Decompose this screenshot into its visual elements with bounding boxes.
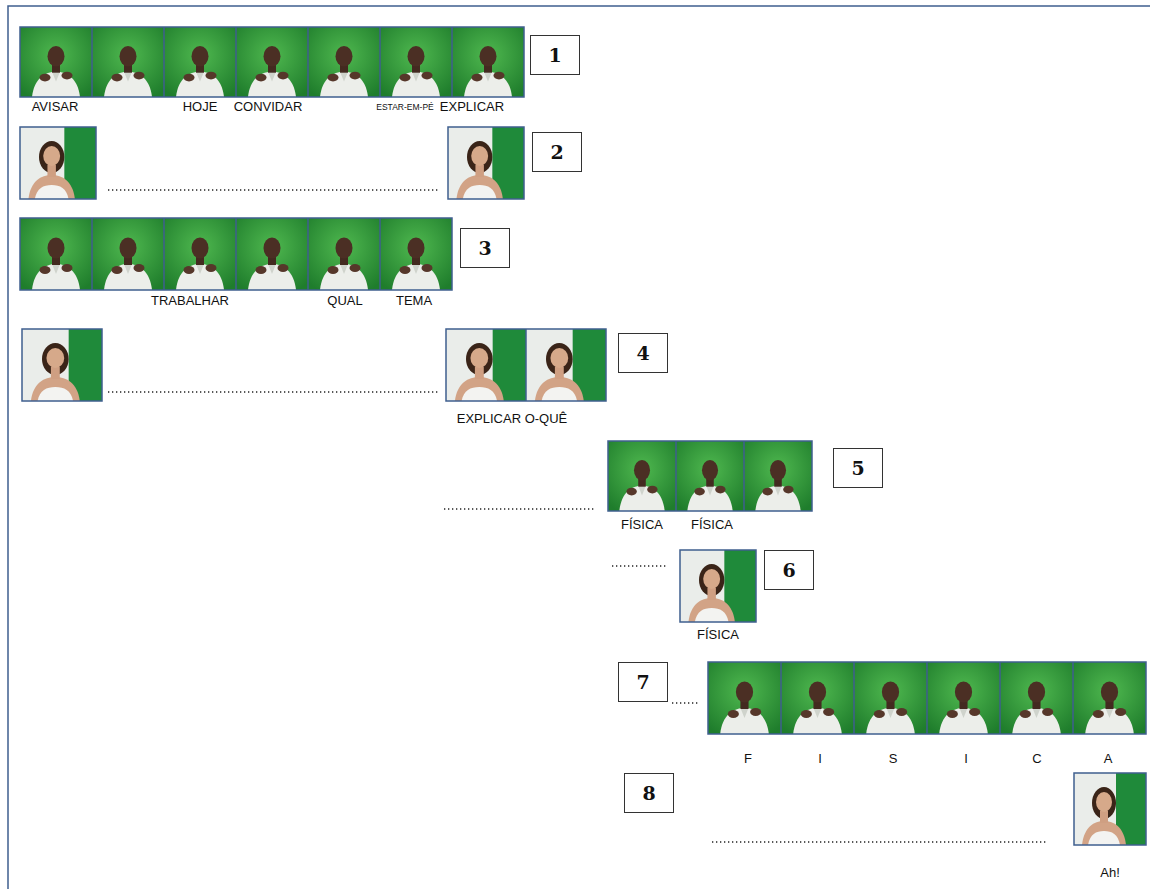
video-frame xyxy=(676,441,744,511)
video-frame xyxy=(92,27,164,97)
gloss-label: F xyxy=(744,752,752,767)
video-frame xyxy=(20,127,96,199)
callout-number-text: 3 xyxy=(478,237,491,259)
pause-line xyxy=(444,508,596,509)
callout-number: 1 xyxy=(530,35,580,75)
pause-line xyxy=(612,565,668,566)
video-frame xyxy=(854,662,927,734)
gloss-label: ESTAR-EM-PÉ xyxy=(376,103,433,113)
video-frame xyxy=(781,662,854,734)
gloss-label: TEMA xyxy=(396,294,432,309)
video-strip xyxy=(22,329,606,401)
video-frame xyxy=(92,218,164,290)
video-strip xyxy=(608,441,812,511)
video-frame xyxy=(708,662,781,734)
gloss-label: QUAL xyxy=(327,294,362,309)
pause-line xyxy=(108,391,440,392)
callout-number-text: 8 xyxy=(642,782,655,804)
callout-number: 5 xyxy=(833,448,883,488)
video-strip xyxy=(20,127,524,199)
video-frame xyxy=(236,27,308,97)
gloss-label: S xyxy=(889,752,898,767)
pause-line xyxy=(108,189,440,190)
callout-number: 4 xyxy=(618,333,668,373)
gloss-label: FÍSICA xyxy=(691,518,733,533)
video-frame xyxy=(1073,662,1146,734)
video-frame xyxy=(380,218,452,290)
video-frame xyxy=(20,218,92,290)
gloss-label: I xyxy=(964,752,968,767)
gloss-label: A xyxy=(1104,752,1113,767)
video-frame xyxy=(680,550,756,622)
video-frame xyxy=(164,218,236,290)
page-border xyxy=(8,6,1150,889)
gloss-label: C xyxy=(1032,752,1041,767)
video-strip xyxy=(680,550,756,622)
video-frame xyxy=(22,329,102,401)
video-frame xyxy=(1000,662,1073,734)
video-frame xyxy=(927,662,1000,734)
video-frame xyxy=(380,27,452,97)
video-frame xyxy=(20,27,92,97)
gloss-label: TRABALHAR xyxy=(151,294,229,309)
gloss-label: HOJE xyxy=(183,100,218,115)
gloss-label: AVISAR xyxy=(32,100,79,115)
gloss-label: I xyxy=(818,752,822,767)
callout-number-text: 2 xyxy=(550,141,563,163)
video-strip xyxy=(1074,773,1146,845)
video-frame xyxy=(608,441,676,511)
video-strip xyxy=(20,218,452,290)
callout-number: 6 xyxy=(764,550,814,590)
gloss-label: EXPLICAR O-QUÊ xyxy=(457,412,568,427)
callout-number: 3 xyxy=(460,228,510,268)
gloss-label: Ah! xyxy=(1100,866,1120,881)
video-frame xyxy=(308,218,380,290)
pause-line xyxy=(672,702,698,703)
callout-number-text: 7 xyxy=(636,671,649,693)
gloss-label: FÍSICA xyxy=(621,518,663,533)
video-frame xyxy=(448,127,524,199)
callout-number-text: 6 xyxy=(782,559,795,581)
video-frame xyxy=(744,441,812,511)
video-frame xyxy=(164,27,236,97)
gloss-label: EXPLICAR xyxy=(440,100,504,115)
video-frame xyxy=(446,329,526,401)
callout-number: 2 xyxy=(532,132,582,172)
video-frame xyxy=(1074,773,1146,845)
callout-number-text: 4 xyxy=(636,342,649,364)
video-frame xyxy=(452,27,524,97)
pause-line xyxy=(108,190,1048,842)
callout-number: 7 xyxy=(618,662,668,702)
callout-number: 8 xyxy=(624,773,674,813)
video-strip xyxy=(20,27,524,97)
video-frame xyxy=(236,218,308,290)
callout-number-text: 1 xyxy=(548,44,561,66)
callout-number-text: 5 xyxy=(851,457,864,479)
video-strip xyxy=(708,662,1146,734)
gloss-label: CONVIDAR xyxy=(234,100,303,115)
video-frame xyxy=(526,329,606,401)
pause-line xyxy=(712,841,1048,842)
video-frame xyxy=(308,27,380,97)
gloss-label: FÍSICA xyxy=(697,628,739,643)
